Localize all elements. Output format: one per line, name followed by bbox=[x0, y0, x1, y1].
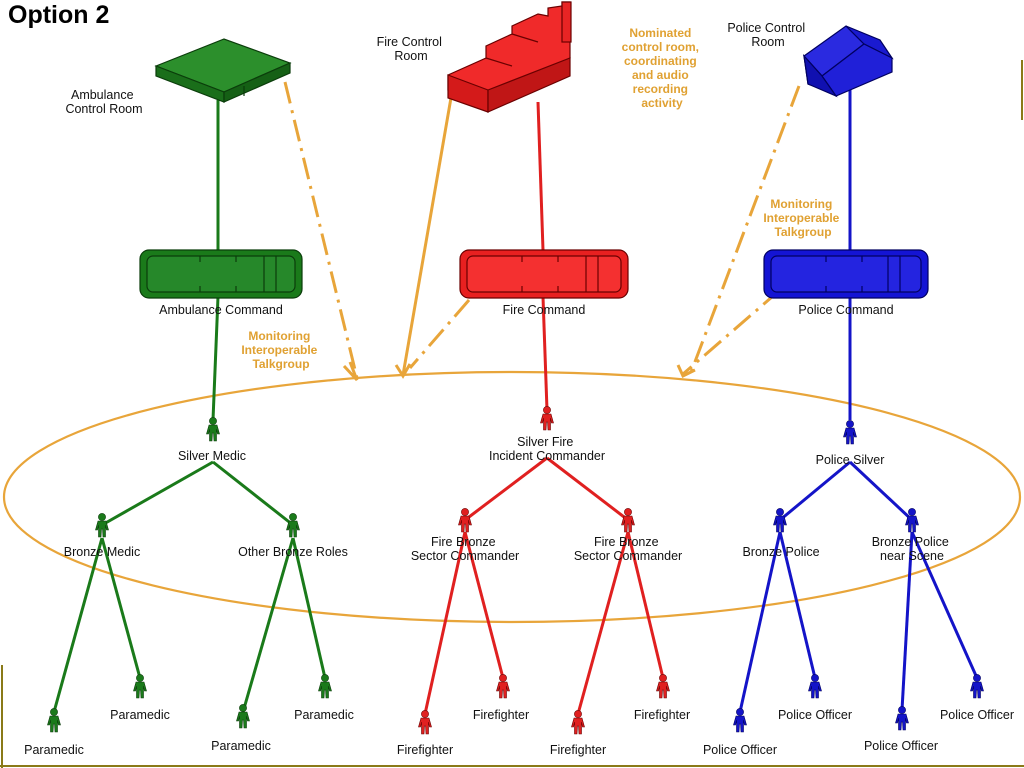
police-officer-icon-2 bbox=[808, 673, 822, 699]
paramedic-label-3: Paramedic bbox=[211, 739, 271, 753]
ambulance-control-room-icon bbox=[154, 38, 292, 103]
police-officer-label-4: Police Officer bbox=[940, 708, 1014, 722]
bronze-police-near-scene-icon bbox=[905, 507, 919, 533]
bronze-police-label: Bronze Police bbox=[742, 545, 819, 559]
bronze-medic-icon bbox=[95, 512, 109, 538]
police-command-label: Police Command bbox=[798, 303, 893, 317]
police-officer-icon-4 bbox=[970, 673, 984, 699]
monitoring-talkgroup-ellipse bbox=[2, 370, 1022, 624]
police-officer-icon-1 bbox=[733, 707, 747, 733]
monitoring-talkgroup-label-left: Monitoring Interoperable Talkgroup bbox=[241, 329, 320, 371]
firefighter-label-1: Firefighter bbox=[397, 743, 453, 757]
paramedic-icon-4 bbox=[318, 673, 332, 699]
paramedic-icon-1 bbox=[47, 707, 61, 733]
police-officer-label-1: Police Officer bbox=[703, 743, 777, 757]
firefighter-icon-3 bbox=[571, 709, 585, 735]
police-control-room-icon bbox=[803, 25, 894, 98]
silver-medic-icon bbox=[206, 416, 220, 442]
ambulance-control-room-label: Ambulance Control Room bbox=[65, 88, 142, 116]
silver-fire-icon bbox=[540, 405, 554, 431]
police-officer-label-2: Police Officer bbox=[778, 708, 852, 722]
monitoring-talkgroup-label-right: Monitoring Interoperable Talkgroup bbox=[763, 197, 842, 239]
firefighter-label-2: Firefighter bbox=[473, 708, 529, 722]
police-officer-icon-3 bbox=[895, 705, 909, 731]
fire-control-room-label: Fire Control Room bbox=[377, 35, 446, 63]
nominated-control-room-note: Nominated control room, coordinating and… bbox=[622, 26, 703, 110]
paramedic-label-4: Paramedic bbox=[294, 708, 354, 722]
firefighter-label-4: Firefighter bbox=[634, 708, 690, 722]
ambulance-command-label: Ambulance Command bbox=[159, 303, 283, 317]
firefighter-label-3: Firefighter bbox=[550, 743, 606, 757]
paramedic-icon-2 bbox=[133, 673, 147, 699]
police-silver-label: Police Silver bbox=[816, 453, 885, 467]
silver-medic-label: Silver Medic bbox=[178, 449, 246, 463]
fire-command-vehicle-icon bbox=[459, 249, 629, 299]
police-control-room-label: Police Control Room bbox=[727, 21, 808, 49]
fire-control-room-icon bbox=[447, 1, 572, 113]
ambulance-person-icons bbox=[47, 416, 332, 733]
fire-bronze-icon-2 bbox=[621, 507, 635, 533]
ambulance-hierarchy-lines bbox=[52, 100, 327, 713]
police-command-vehicle-icon bbox=[763, 249, 929, 299]
bronze-police-near-scene-label: Bronze Police near Scene bbox=[872, 535, 953, 563]
fire-bronze-sector-commander-label-1: Fire Bronze Sector Commander bbox=[411, 535, 519, 563]
police-silver-icon bbox=[843, 419, 857, 445]
silver-fire-label: Silver Fire Incident Commander bbox=[489, 435, 605, 463]
police-officer-label-3: Police Officer bbox=[864, 739, 938, 753]
paramedic-label-1: Paramedic bbox=[24, 743, 84, 757]
firefighter-icon-1 bbox=[418, 709, 432, 735]
monitoring-links bbox=[283, 81, 801, 382]
bronze-police-icon bbox=[773, 507, 787, 533]
other-bronze-roles-label: Other Bronze Roles bbox=[238, 545, 348, 559]
police-hierarchy-lines bbox=[738, 88, 979, 713]
other-bronze-roles-icon bbox=[286, 512, 300, 538]
fire-bronze-sector-commander-label-2: Fire Bronze Sector Commander bbox=[574, 535, 682, 563]
bronze-medic-label: Bronze Medic bbox=[64, 545, 140, 559]
paramedic-label-2: Paramedic bbox=[110, 708, 170, 722]
fire-hierarchy-lines bbox=[423, 101, 665, 715]
firefighter-icon-2 bbox=[496, 673, 510, 699]
firefighter-icon-4 bbox=[656, 673, 670, 699]
fire-command-label: Fire Command bbox=[503, 303, 586, 317]
fire-bronze-icon-1 bbox=[458, 507, 472, 533]
ambulance-command-vehicle-icon bbox=[139, 249, 303, 299]
diagram-title: Option 2 bbox=[8, 1, 109, 29]
paramedic-icon-3 bbox=[236, 703, 250, 729]
